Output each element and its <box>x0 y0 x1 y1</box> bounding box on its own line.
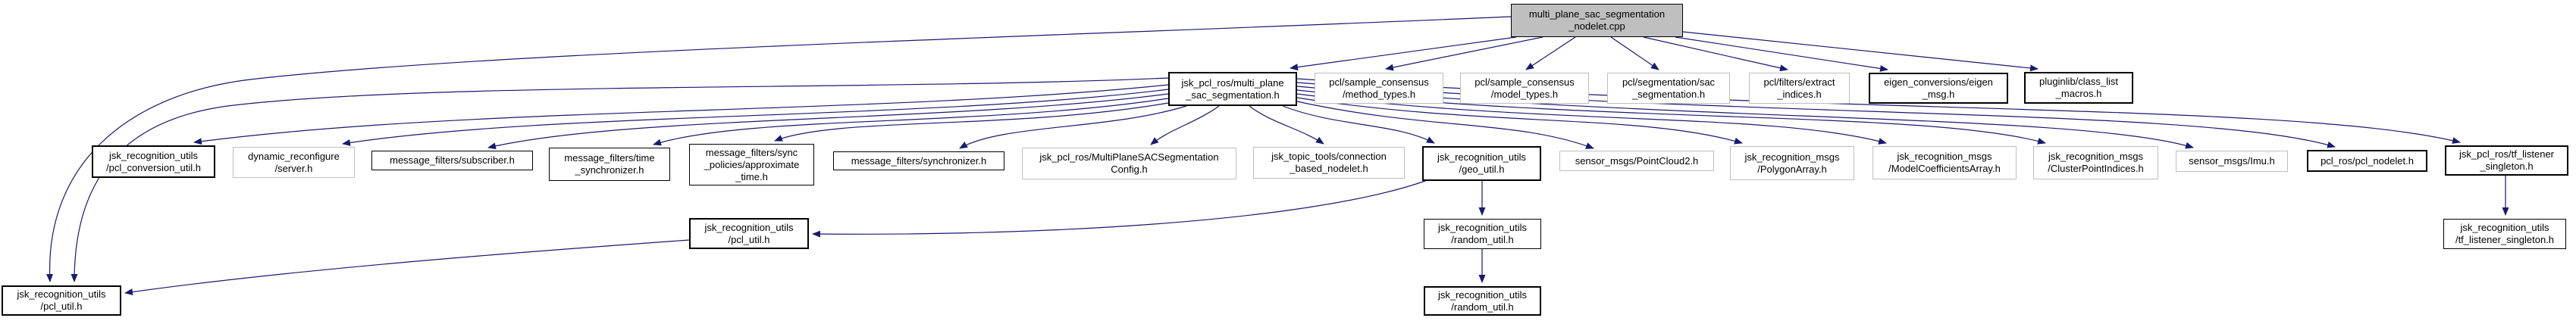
edge-mp-header-to-dyn-reconf <box>342 89 1169 146</box>
edge-mp-header-to-sac-config <box>1150 105 1220 145</box>
edge-cpp-to-sac-segmentation <box>1610 36 1659 70</box>
edge-pcl-util-mid-to-pcl-util-bottom <box>124 239 690 296</box>
node-message-filters-time-synchronizer-h[interactable]: message_filters/time _synchronizer.h <box>549 148 670 181</box>
node-pluginlib-class-list-macros-h[interactable]: pluginlib/class_list _macros.h <box>2024 72 2133 104</box>
node-message-filters-subscriber-h[interactable]: message_filters/subscriber.h <box>371 151 533 170</box>
node-pcl-ros-pcl-nodelet-h[interactable]: pcl_ros/pcl_nodelet.h <box>2307 150 2427 172</box>
edge-mp-header-to-geo-util <box>1282 105 1435 144</box>
node-jsk-recognition-utils-pcl-conversion-util-h[interactable]: jsk_recognition_utils /pcl_conversion_ut… <box>92 145 215 178</box>
node-jsk-recognition-utils-random-util-h-mid[interactable]: jsk_recognition_utils /random_util.h <box>1424 219 1541 249</box>
edge-mp-header-to-pcl-conversion <box>193 84 1169 145</box>
node-jsk-recognition-msgs-clusterpointindices-h[interactable]: jsk_recognition_msgs /ClusterPointIndice… <box>2033 146 2158 179</box>
node-jsk-topic-tools-connection-based-nodelet-h[interactable]: jsk_topic_tools/connection _based_nodele… <box>1253 147 1405 179</box>
edge-mp-header-to-connection-based <box>1249 105 1324 145</box>
edge-mp-header-to-model-coeffs <box>1296 93 1887 145</box>
node-jsk-recognition-msgs-polygonarray-h[interactable]: jsk_recognition_msgs /PolygonArray.h <box>1730 146 1854 180</box>
node-sensor-msgs-pointcloud2-h[interactable]: sensor_msgs/PointCloud2.h <box>1559 151 1714 171</box>
edge-geo-util-to-pcl-util-mid <box>812 180 1426 238</box>
edge-cpp-to-eigen-msg <box>1675 36 1888 72</box>
node-jsk-recognition-utils-random-util-h-bottom[interactable]: jsk_recognition_utils /random_util.h <box>1424 286 1541 316</box>
node-message-filters-sync-policies-approximate-time-h[interactable]: message_filters/sync _policies/approxima… <box>689 144 814 185</box>
node-pcl-sample-consensus-method-types-h[interactable]: pcl/sample_consensus /method_types.h <box>1315 73 1443 104</box>
edge-mp-header-to-subscriber <box>487 93 1169 150</box>
node-message-filters-synchronizer-h[interactable]: message_filters/synchronizer.h <box>833 151 1004 170</box>
node-pcl-filters-extract-indices-h[interactable]: pcl/filters/extract _indices.h <box>1749 73 1850 104</box>
edge-cpp-to-class-list-macros <box>1682 31 2039 72</box>
node-jsk-recognition-utils-pcl-util-h-mid[interactable]: jsk_recognition_utils /pcl_util.h <box>689 218 809 249</box>
node-sensor-msgs-imu-h[interactable]: sensor_msgs/Imu.h <box>2176 151 2288 172</box>
edge-mp-header-to-synchronizer <box>959 105 1187 149</box>
node-jsk-recognition-msgs-modelcoefficientsarray-h[interactable]: jsk_recognition_msgs /ModelCoefficientsA… <box>1872 146 2017 179</box>
node-pcl-sample-consensus-model-types-h[interactable]: pcl/sample_consensus /model_types.h <box>1460 73 1589 104</box>
edge-mp-header-to-approx-time <box>774 102 1169 142</box>
edge-cpp-to-extract-indices <box>1643 36 1788 72</box>
edge-cpp-to-method-types <box>1385 36 1543 71</box>
node-eigen-conversions-eigen-msg-h[interactable]: eigen_conversions/eigen _msg.h <box>1869 73 2008 104</box>
node-jsk-recognition-utils-pcl-util-h-bottom[interactable]: jsk_recognition_utils /pcl_util.h <box>2 285 121 316</box>
node-jsk-pcl-ros-multiplanesacsegmentationconfig-h[interactable]: jsk_pcl_ros/MultiPlaneSACSegmentation Co… <box>1022 148 1236 179</box>
edge-mp-header-to-time-sync <box>653 98 1169 146</box>
edge-mp-header-to-polygon-array <box>1296 97 1743 145</box>
edge-mp-header-to-pointcloud2 <box>1296 101 1594 149</box>
node-jsk-pcl-ros-multi-plane-sac-segmentation-h[interactable]: jsk_pcl_ros/multi_plane _sac_segmentatio… <box>1168 72 1297 106</box>
node-jsk-recognition-utils-geo-util-h[interactable]: jsk_recognition_utils /geo_util.h <box>1422 146 1541 181</box>
node-jsk-pcl-ros-tf-listener-singleton-h[interactable]: jsk_pcl_ros/tf_listener _singleton.h <box>2445 145 2568 176</box>
edge-cpp-to-model-types <box>1525 36 1576 70</box>
edge-cpp-to-mp-header <box>1290 36 1517 71</box>
node-dynamic-reconfigure-server-h[interactable]: dynamic_reconfigure /server.h <box>233 147 355 178</box>
node-multi-plane-sac-segmentation-nodelet-cpp: multi_plane_sac_segmentation _nodelet.cp… <box>1511 4 1683 37</box>
node-jsk-recognition-utils-tf-listener-singleton-h[interactable]: jsk_recognition_utils /tf_listener_singl… <box>2443 219 2566 249</box>
node-pcl-segmentation-sac-segmentation-h[interactable]: pcl/segmentation/sac _segmentation.h <box>1607 73 1730 104</box>
